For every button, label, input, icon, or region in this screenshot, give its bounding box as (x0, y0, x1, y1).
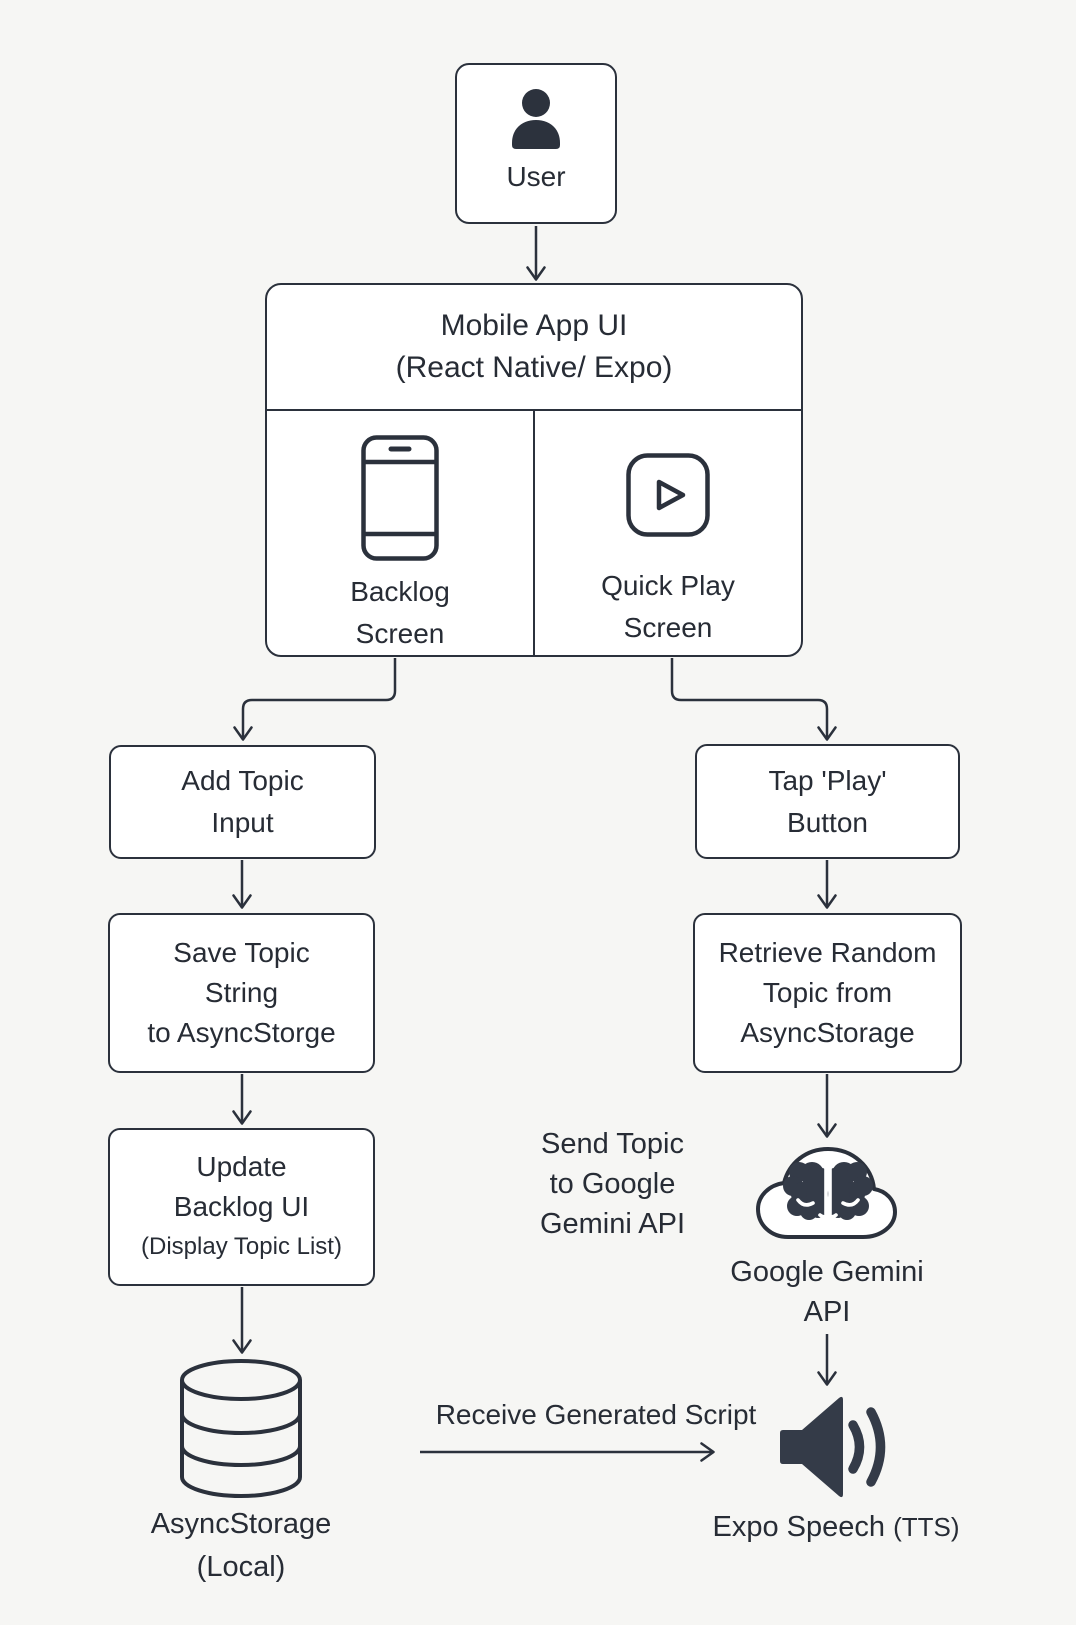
quickplay-label: Quick Play (601, 570, 735, 601)
quickplay-cell: Quick Play Screen (535, 411, 801, 655)
database-icon (179, 1358, 303, 1498)
user-label: User (506, 161, 566, 192)
tap-play-node: Tap 'Play' Button (695, 744, 960, 859)
receive-script-label: Receive Generated Script (435, 1399, 757, 1430)
mobile-app-title: Mobile App UI (React Native/ Expo) (267, 285, 801, 411)
gemini-api-label: Google Gemini API (730, 1256, 924, 1328)
save-topic-node: Save Topic String to AsyncStorge (108, 913, 375, 1073)
speaker-icon (776, 1392, 898, 1502)
play-icon (626, 453, 710, 537)
mobile-app-node: Mobile App UI (React Native/ Expo) Backl… (265, 283, 803, 657)
update-backlog-node: Update Backlog UI (Display Topic List) (108, 1128, 375, 1286)
backlog-cell: Backlog Screen (267, 411, 535, 655)
backlog-label: Backlog (350, 576, 450, 607)
connector-backlog-to-addtopic (233, 658, 397, 741)
person-icon (504, 87, 568, 151)
connector-quickplay-to-tapplay (670, 658, 837, 741)
retrieve-topic-node: Retrieve Random Topic from AsyncStorage (693, 913, 962, 1073)
asyncstorage-label: AsyncStorage (Local) (150, 1508, 332, 1583)
user-node: User (455, 63, 617, 224)
cloud-brain-icon (750, 1138, 906, 1246)
send-topic-label: Send Topic to Google Gemini API (539, 1128, 686, 1240)
expo-speech-label: Expo Speech (TTS) (712, 1511, 960, 1543)
smartphone-icon (361, 435, 439, 561)
add-topic-node: Add Topic Input (109, 745, 376, 859)
